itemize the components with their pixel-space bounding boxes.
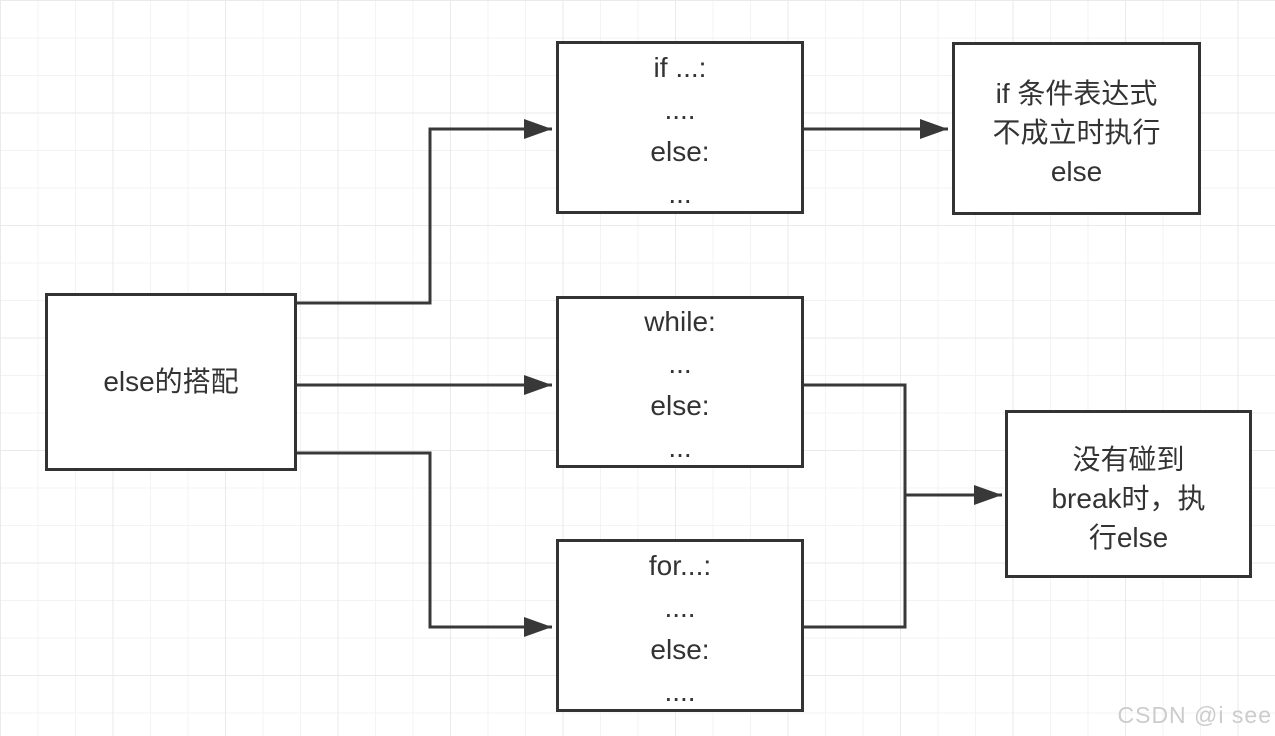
code-line: .... [664,675,696,707]
code-line: .... [664,93,696,125]
note-line: 不成立时执行 [992,117,1161,148]
csdn-watermark: CSDN @i see [1117,702,1272,728]
code-line: if ...: [653,51,707,83]
note-line: 没有碰到 [1072,443,1185,475]
code-line: for...: [648,549,712,581]
connector-root-to-if [296,119,552,305]
node-else-pairing: else的搭配 [45,293,297,471]
code-line: .... [664,591,696,623]
code-line: while: [644,306,716,337]
node-else-pairing-label: else的搭配 [103,366,239,397]
connector-root-to-for [296,451,552,637]
node-for-else-block: for...: .... else: .... [556,539,804,712]
note-line: break时，执 [1051,482,1206,514]
note-line: if 条件表达式 [995,78,1158,109]
code-line: ... [668,177,692,209]
code-line: ... [668,348,692,379]
connector-while-for-junction [804,383,907,629]
code-line: else: [650,633,710,665]
note-line: else [1050,156,1103,187]
note-line: 行else [1088,521,1169,553]
node-break-note: 没有碰到 break时，执 行else [1005,410,1252,578]
code-line: ... [668,432,692,463]
code-line: else: [650,135,710,167]
node-if-note: if 条件表达式 不成立时执行 else [952,42,1201,215]
node-while-else-block: while: ... else: ... [556,296,804,468]
node-if-else-block: if ...: .... else: ... [556,41,804,214]
code-line: else: [650,390,710,421]
